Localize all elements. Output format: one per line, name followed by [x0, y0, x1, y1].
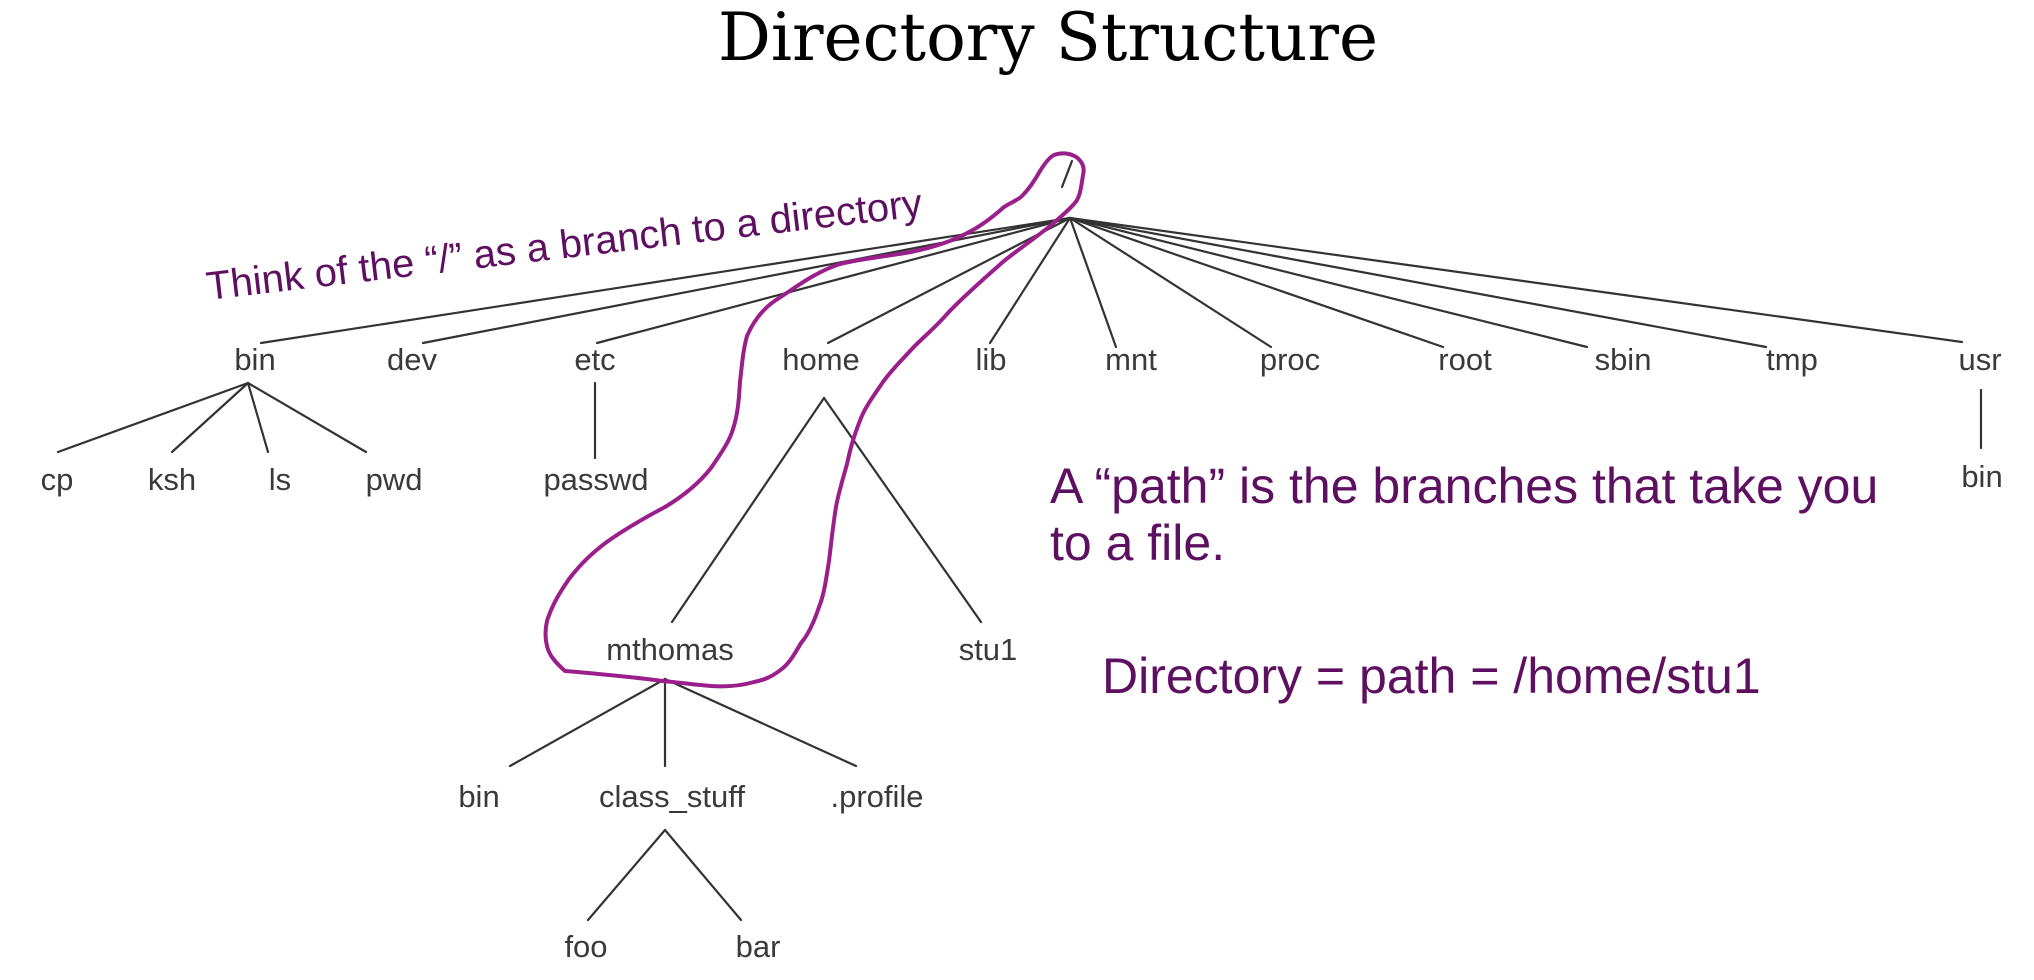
- edge-class-stuff-foo: [586, 828, 667, 922]
- node-bin-pwd: pwd: [366, 462, 423, 497]
- node-etc: etc: [574, 342, 615, 377]
- node-bin-ls: ls: [269, 462, 291, 497]
- node-dev: dev: [387, 342, 437, 377]
- edge-home-stu1: [822, 396, 983, 624]
- node-tmp: tmp: [1766, 342, 1818, 377]
- highlight-loop-annotation: [543, 151, 1086, 689]
- path-annotation-line1: A “path” is the branches that take you: [1050, 458, 1878, 514]
- path-annotation-line2: to a file.: [1050, 515, 1225, 571]
- edge-bin-ls: [246, 381, 270, 454]
- edge-root-home: [826, 216, 1072, 345]
- branch-annotation: Think of the “/” as a branch to a direct…: [204, 181, 925, 309]
- root-slash-node: [1060, 159, 1074, 189]
- node-sbin: sbin: [1595, 342, 1652, 377]
- node-bin-cp: cp: [41, 462, 74, 497]
- node-class-stuff: class_stuff: [599, 779, 745, 814]
- edge-root-usr: [1068, 216, 1964, 344]
- edge-root-sbin: [1068, 216, 1589, 349]
- edge-root-etc: [595, 216, 1072, 345]
- edge-root-bin: [259, 216, 1072, 345]
- node-usr-bin: bin: [1961, 459, 2002, 494]
- node-mthomas: mthomas: [606, 632, 733, 667]
- edge-mthomas-bin: [508, 677, 667, 768]
- node-foo: foo: [564, 929, 607, 964]
- edge-root-dev: [421, 216, 1072, 345]
- edge-root-root: [1068, 216, 1445, 349]
- edge-root-proc: [1068, 216, 1273, 349]
- edge-mthomas-profile: [663, 677, 858, 768]
- node-etc-passwd: passwd: [543, 462, 648, 497]
- edge-bin-pwd: [246, 381, 368, 454]
- node-root: root: [1438, 342, 1492, 377]
- edge-root-mnt: [1068, 216, 1118, 349]
- node-mthomas-bin: bin: [458, 779, 499, 814]
- node-home: home: [782, 342, 860, 377]
- slide-title: Directory Structure: [718, 0, 1378, 76]
- directory-path-example: Directory = path = /home/stu1: [1102, 648, 1761, 704]
- node-proc: proc: [1260, 342, 1320, 377]
- edge-bin-ksh: [170, 381, 250, 454]
- tree-edges: [56, 216, 1983, 922]
- node-bin-ksh: ksh: [148, 462, 196, 497]
- edge-root-lib: [988, 216, 1072, 345]
- edge-root-tmp: [1068, 216, 1768, 349]
- node-bar: bar: [736, 929, 781, 964]
- node-stu1: stu1: [959, 632, 1018, 667]
- tree-nodes: bin dev etc home lib mnt proc root sbin …: [41, 342, 2003, 964]
- node-mnt: mnt: [1105, 342, 1157, 377]
- node-lib: lib: [975, 342, 1006, 377]
- node-bin: bin: [234, 342, 275, 377]
- edge-class-stuff-bar: [663, 828, 743, 922]
- node-profile: .profile: [830, 779, 923, 814]
- edge-bin-cp: [56, 381, 250, 454]
- edge-home-mthomas: [670, 396, 826, 624]
- node-usr: usr: [1958, 342, 2001, 377]
